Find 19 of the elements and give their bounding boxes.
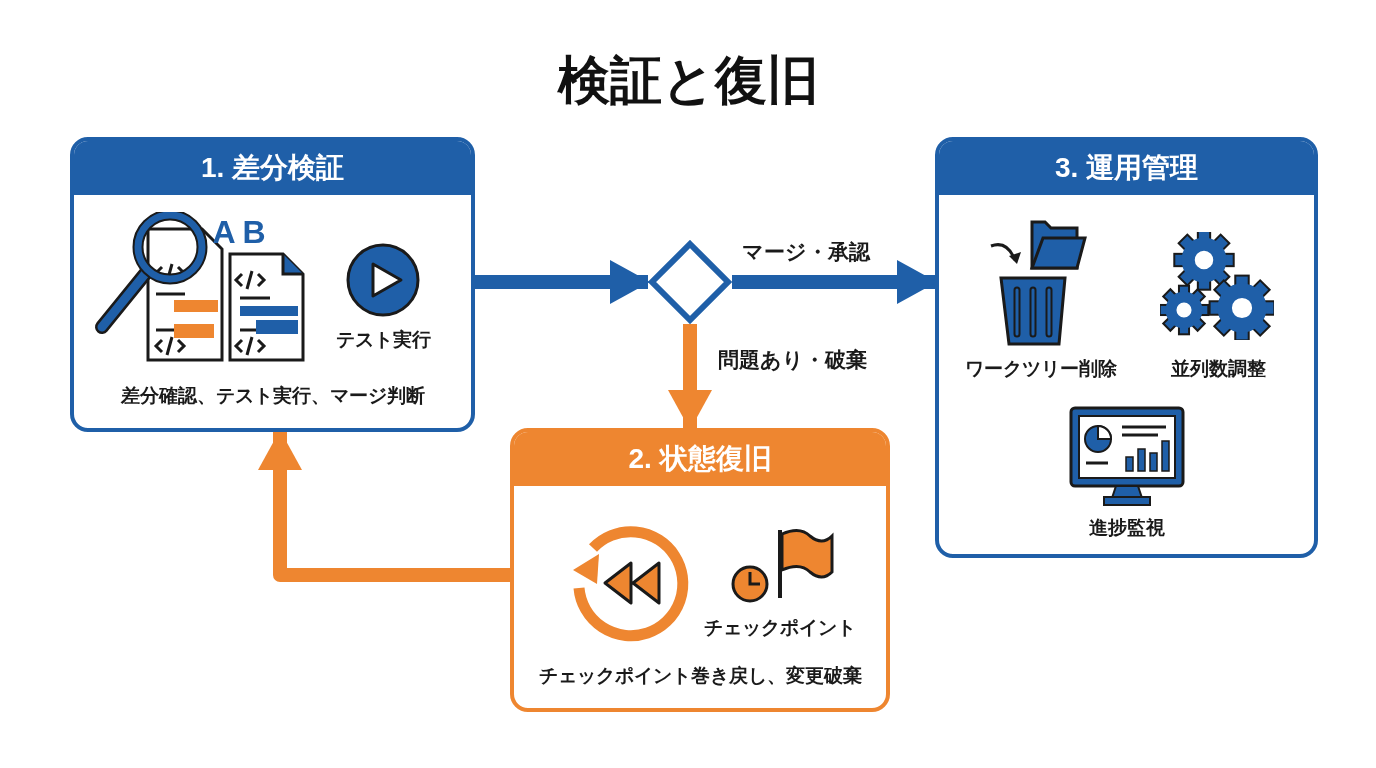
document-letter: A bbox=[212, 216, 236, 248]
icon-caption: チェックポイント bbox=[704, 616, 856, 640]
panel-header: 3. 運用管理 bbox=[939, 141, 1314, 195]
panel-header: 1. 差分検証 bbox=[74, 141, 471, 195]
decision-diamond bbox=[648, 240, 732, 324]
icon-caption: 進捗監視 bbox=[1089, 516, 1165, 540]
icon-caption: 並列数調整 bbox=[1170, 357, 1266, 381]
flow-arrow bbox=[668, 324, 712, 430]
icon-caption: ワークツリー削除 bbox=[965, 357, 1117, 381]
icon-caption: テスト実行 bbox=[335, 328, 431, 352]
panel-description: 差分確認、テスト実行、マージ判断 bbox=[119, 383, 426, 408]
flow-arrow bbox=[732, 260, 937, 304]
panel-card bbox=[510, 428, 890, 712]
flow-arrow bbox=[475, 260, 650, 304]
flow-arrow bbox=[258, 430, 510, 582]
panel-description: チェックポイント巻き戻し、変更破棄 bbox=[537, 663, 863, 688]
document-letter: B bbox=[242, 216, 266, 248]
diagram-title: 検証と復旧 bbox=[556, 50, 820, 111]
panel-header: 2. 状態復旧 bbox=[514, 432, 886, 486]
